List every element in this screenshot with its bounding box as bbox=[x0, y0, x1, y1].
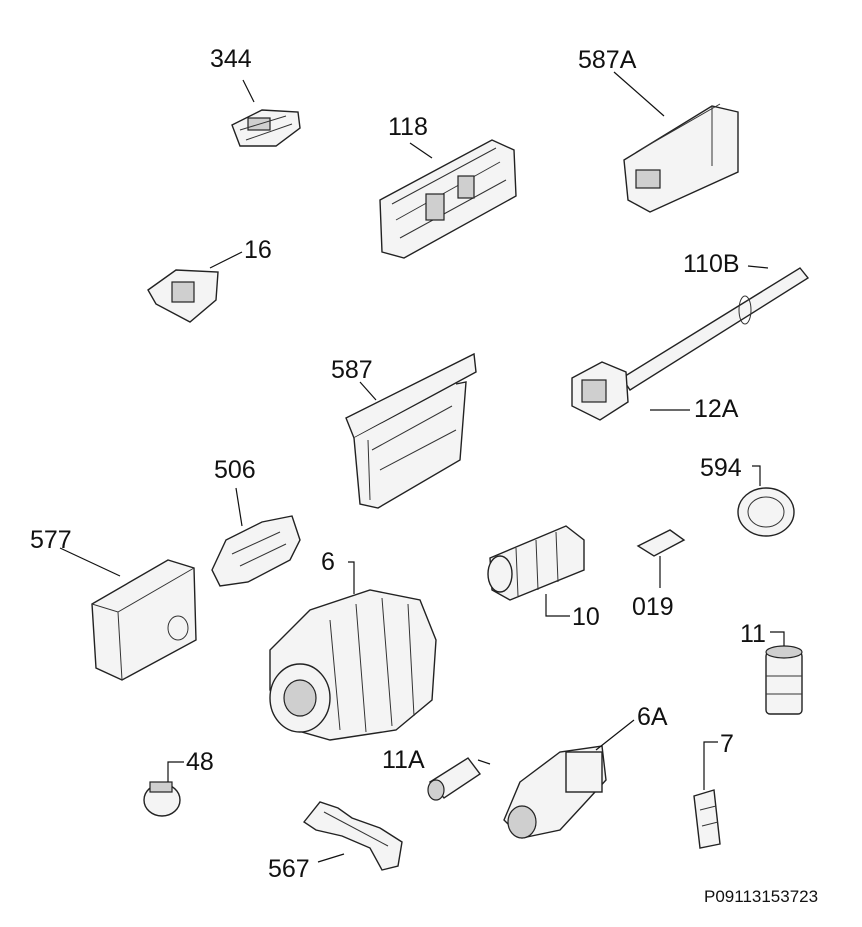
part-344-door-lock bbox=[231, 79, 301, 147]
part-577-module-housing bbox=[59, 547, 197, 681]
part-11-capacitor bbox=[765, 631, 803, 715]
part-118-control-board bbox=[379, 139, 517, 259]
part-019-connector bbox=[636, 529, 686, 588]
part-6-circulation-pump bbox=[269, 561, 437, 741]
reference-code: P09113153723 bbox=[704, 887, 818, 906]
label-118: 118 bbox=[388, 113, 428, 141]
label-48: 48 bbox=[186, 748, 214, 776]
label-567: 567 bbox=[268, 855, 310, 883]
part-587-bracket bbox=[345, 352, 477, 509]
part-6A-drain-pump bbox=[503, 719, 635, 839]
label-10: 10 bbox=[572, 603, 600, 631]
part-587A-electronic-module bbox=[613, 71, 739, 213]
label-11: 11 bbox=[740, 620, 766, 648]
label-12A: 12A bbox=[694, 395, 739, 423]
label-6: 6 bbox=[321, 548, 335, 576]
label-587: 587 bbox=[331, 356, 373, 384]
part-48-knob bbox=[143, 761, 184, 817]
part-16-actuator bbox=[147, 251, 243, 323]
part-10-component bbox=[487, 525, 585, 617]
part-7-sensor bbox=[693, 741, 721, 849]
label-577: 577 bbox=[30, 526, 72, 554]
part-11A-capacitor bbox=[427, 757, 491, 801]
label-11A: 11A bbox=[382, 746, 425, 774]
label-6A: 6A bbox=[637, 703, 668, 731]
part-506-cover bbox=[211, 487, 301, 587]
label-506: 506 bbox=[214, 456, 256, 484]
label-16: 16 bbox=[244, 236, 272, 264]
label-344: 344 bbox=[210, 45, 252, 73]
part-110B-hose bbox=[621, 265, 810, 391]
label-587A: 587A bbox=[578, 46, 637, 74]
part-594-seal-ring bbox=[737, 465, 795, 537]
label-594: 594 bbox=[700, 454, 742, 482]
label-7: 7 bbox=[720, 730, 734, 758]
label-110B: 110B bbox=[683, 250, 740, 278]
part-12A-pump-assembly bbox=[571, 361, 690, 421]
label-019: 019 bbox=[632, 593, 674, 621]
part-567-clip bbox=[302, 801, 403, 871]
